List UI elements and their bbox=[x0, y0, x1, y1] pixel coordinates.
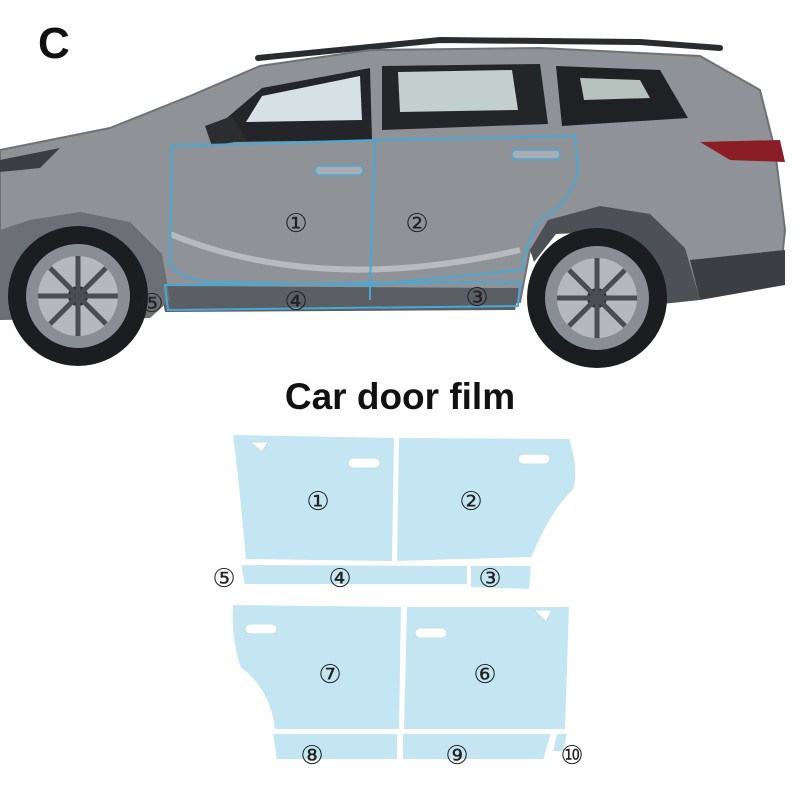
rear-window-glass bbox=[398, 70, 518, 112]
product-title: Car door film bbox=[284, 376, 516, 417]
film-label-3: ③ bbox=[478, 564, 501, 594]
front-door-handle bbox=[314, 165, 364, 176]
tail-light bbox=[700, 140, 785, 162]
callout-3: ③ bbox=[465, 283, 488, 313]
rear-bumper bbox=[690, 250, 785, 300]
callout-2: ② bbox=[405, 209, 428, 239]
handle-cutout-front bbox=[347, 457, 381, 469]
car-side-view: ① ② ③ ④ ⑤ bbox=[0, 36, 787, 368]
film-piece-3 bbox=[469, 564, 534, 592]
film-label-1: ① bbox=[306, 487, 329, 517]
film-piece-10 bbox=[550, 732, 570, 753]
film-piece-2 bbox=[394, 435, 578, 564]
panel-letter: C bbox=[38, 19, 70, 68]
film-piece-7 bbox=[230, 602, 404, 731]
handle-cutout-set2-right bbox=[414, 627, 448, 639]
side-mirror bbox=[205, 116, 246, 146]
rear-door-handle bbox=[511, 149, 561, 160]
film-label-2: ② bbox=[459, 487, 482, 517]
film-piece-4 bbox=[238, 562, 469, 586]
film-piece-9 bbox=[401, 732, 554, 761]
film-pieces: ① ② ③ ④ ⑤ ⑥ ⑦ ⑧ ⑨ ⑩ bbox=[212, 432, 584, 771]
film-label-8: ⑧ bbox=[300, 741, 323, 771]
handle-cutout-set2-left bbox=[244, 623, 278, 635]
film-outline-overlay bbox=[163, 134, 580, 312]
film-label-7: ⑦ bbox=[318, 660, 341, 690]
front-wheel bbox=[8, 226, 148, 366]
callout-5: ⑤ bbox=[140, 289, 163, 319]
film-piece-8 bbox=[270, 732, 399, 761]
front-window-glass bbox=[246, 76, 362, 122]
film-label-10: ⑩ bbox=[560, 741, 583, 771]
head-light bbox=[0, 148, 60, 172]
film-label-6: ⑥ bbox=[473, 660, 496, 690]
corner-cutout bbox=[532, 609, 553, 623]
quarter-window-glass bbox=[580, 78, 650, 100]
body-crease bbox=[168, 231, 521, 273]
rocker-panel bbox=[160, 286, 520, 312]
film-label-9: ⑨ bbox=[445, 741, 468, 771]
roof-rail bbox=[255, 36, 723, 61]
film-label-5: ⑤ bbox=[212, 564, 235, 594]
handle-cutout-rear bbox=[517, 453, 551, 465]
callout-4: ④ bbox=[284, 287, 307, 317]
rear-wheel bbox=[527, 228, 667, 368]
callout-1: ① bbox=[284, 209, 307, 239]
mirror-cutout bbox=[248, 441, 269, 453]
film-label-4: ④ bbox=[328, 564, 351, 594]
